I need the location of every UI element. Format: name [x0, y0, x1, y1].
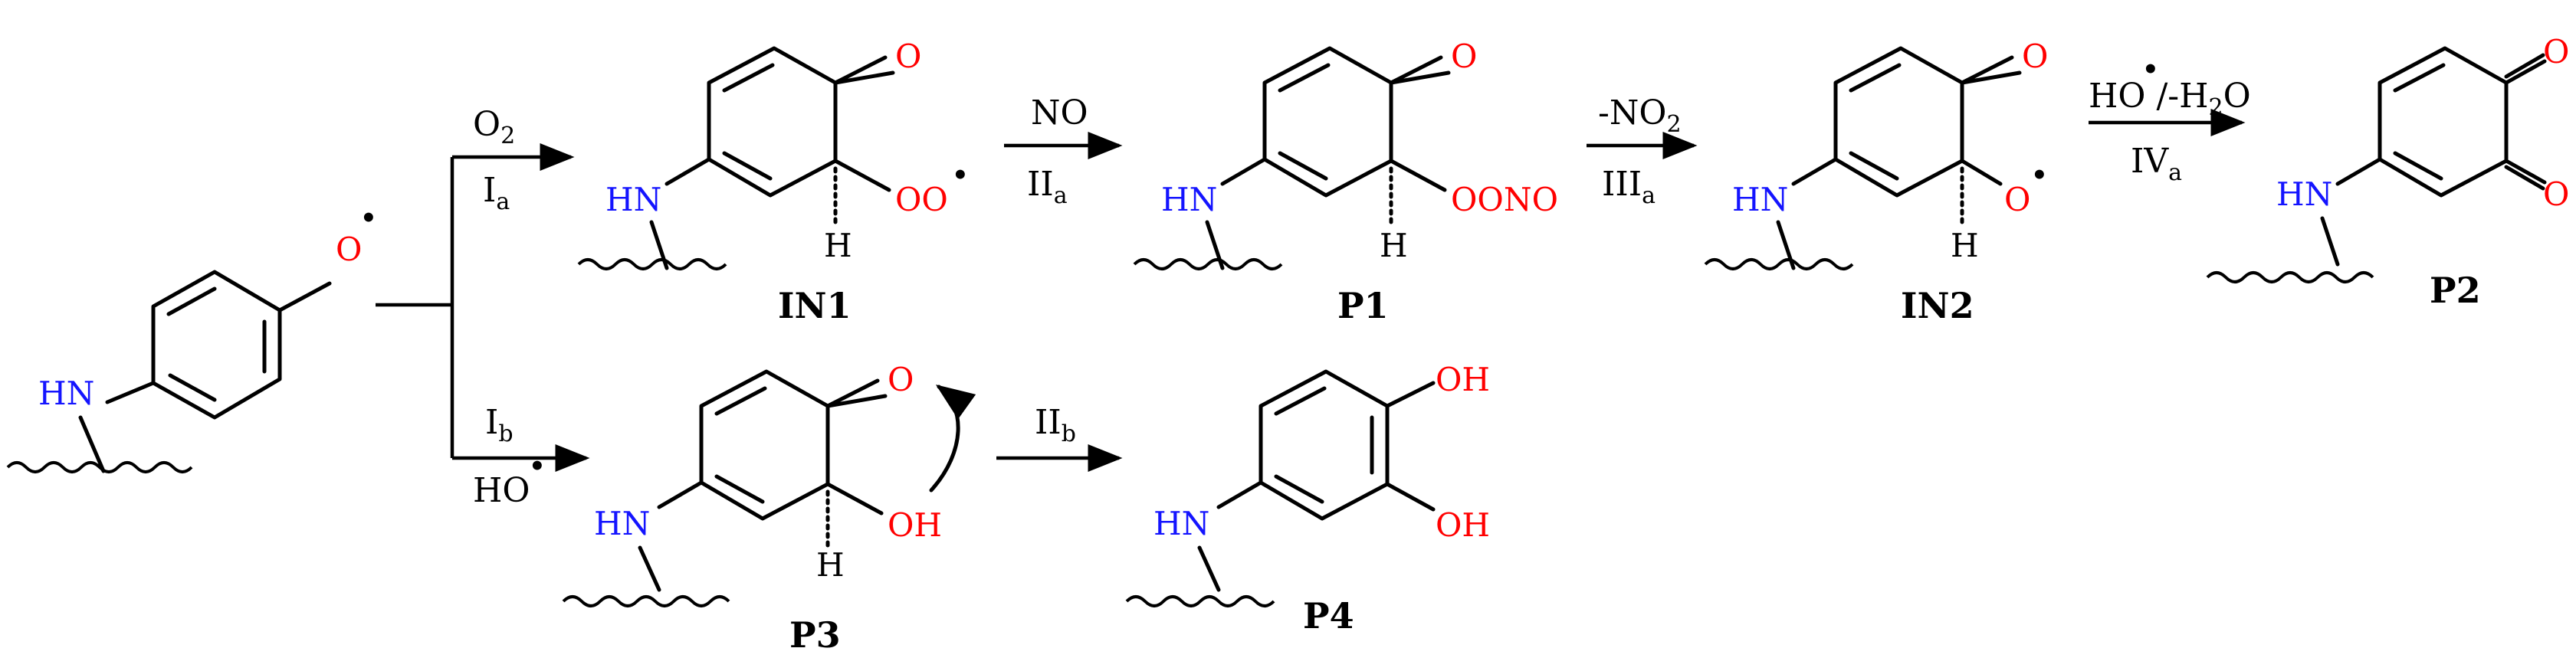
step-iib-conditions: IIb: [996, 403, 1123, 472]
step-iia-label: II: [1027, 165, 1054, 204]
branch-connector: [376, 143, 590, 472]
svg-text:Ib: Ib: [485, 403, 514, 447]
no-reagent: NO: [1031, 93, 1088, 133]
in2-label: IN2: [1901, 285, 1974, 326]
svg-text:H: H: [1951, 227, 1979, 264]
svg-text:H: H: [824, 227, 852, 264]
svg-text:-NO2: -NO2: [1598, 93, 1682, 138]
svg-text:OH: OH: [1436, 506, 1490, 544]
svg-text:O: O: [2022, 38, 2048, 75]
structure-p1: O OONO H HN P1: [1133, 38, 1558, 326]
svg-text:HN: HN: [1153, 505, 1209, 542]
step-iib-label: II: [1035, 403, 1062, 442]
wavy-bond: [6, 461, 193, 473]
svg-text:HN: HN: [605, 181, 661, 218]
svg-text:HN: HN: [2276, 175, 2332, 213]
hydroxyl-label: OH: [888, 506, 942, 544]
svg-text:HN: HN: [1732, 181, 1788, 218]
peroxynitrite-label: OONO: [1451, 181, 1558, 218]
step-iiia-label: III: [1602, 165, 1642, 204]
nh-label: HN: [38, 375, 94, 412]
structure-p2: O O HN P2: [2206, 33, 2569, 311]
p1-label: P1: [1337, 285, 1389, 326]
svg-text:IIa: IIa: [1027, 165, 1068, 209]
svg-text:H: H: [1380, 227, 1408, 264]
structure-p4: OH OH HN P4: [1125, 361, 1490, 637]
svg-text:IIIa: IIIa: [1602, 165, 1656, 209]
structure-in2: O O • H HN IN2: [1704, 38, 2048, 326]
svg-text:•: •: [2031, 160, 2048, 191]
structure-in1: O OO • H HN IN1: [577, 38, 969, 326]
hydroxyl-reagent: HO: [2089, 77, 2145, 116]
structure-start: O • HN: [6, 203, 377, 473]
step-iia-conditions: NO IIa: [1004, 93, 1123, 209]
svg-text:HN: HN: [594, 505, 650, 542]
svg-text:O2: O2: [473, 105, 515, 149]
step-ia-label: I: [483, 171, 496, 210]
step-ib-label: I: [485, 403, 498, 442]
svg-text:O: O: [2543, 175, 2569, 213]
svg-text:HO/-H2O: HO/-H2O: [2089, 77, 2251, 121]
svg-text:O: O: [1451, 38, 1477, 75]
svg-text:OH: OH: [1436, 361, 1490, 398]
structure-p3: O OH H HN P3: [562, 361, 976, 656]
o2-reagent: O: [473, 105, 500, 144]
svg-text:O: O: [895, 38, 921, 75]
p2-label: P2: [2430, 270, 2481, 311]
step-ia-conditions: O2 Ia: [473, 105, 515, 215]
svg-text:•: •: [952, 160, 969, 191]
svg-text:IIb: IIb: [1035, 403, 1076, 447]
svg-text:•: •: [529, 451, 546, 482]
p3-label: P3: [789, 614, 841, 656]
step-iiia-conditions: -NO2 IIIa: [1587, 93, 1698, 209]
no2-loss: -NO: [1598, 93, 1666, 133]
in1-label: IN1: [778, 285, 852, 326]
peroxyl-label: OO: [895, 181, 948, 218]
oxyl-label: O: [2004, 181, 2030, 218]
step-iva-conditions: HO/-H2O • IVa: [2089, 54, 2251, 186]
hydroxyl-radical-reagent: HO: [473, 471, 530, 510]
svg-text:IVa: IVa: [2131, 142, 2182, 186]
svg-text:•: •: [2142, 54, 2159, 85]
p4-label: P4: [1303, 595, 1354, 637]
svg-text:Ia: Ia: [483, 171, 510, 215]
svg-text:O: O: [888, 361, 914, 398]
svg-text:O: O: [2543, 33, 2569, 70]
svg-text:H: H: [816, 546, 845, 584]
curved-arrow: [929, 385, 976, 493]
svg-text:HN: HN: [1161, 181, 1217, 218]
oxygen-radical-label: O: [336, 231, 362, 268]
radical-dot: •: [360, 203, 377, 234]
step-ib-conditions: Ib HO •: [473, 403, 546, 510]
step-iva-label: IV: [2131, 142, 2169, 181]
